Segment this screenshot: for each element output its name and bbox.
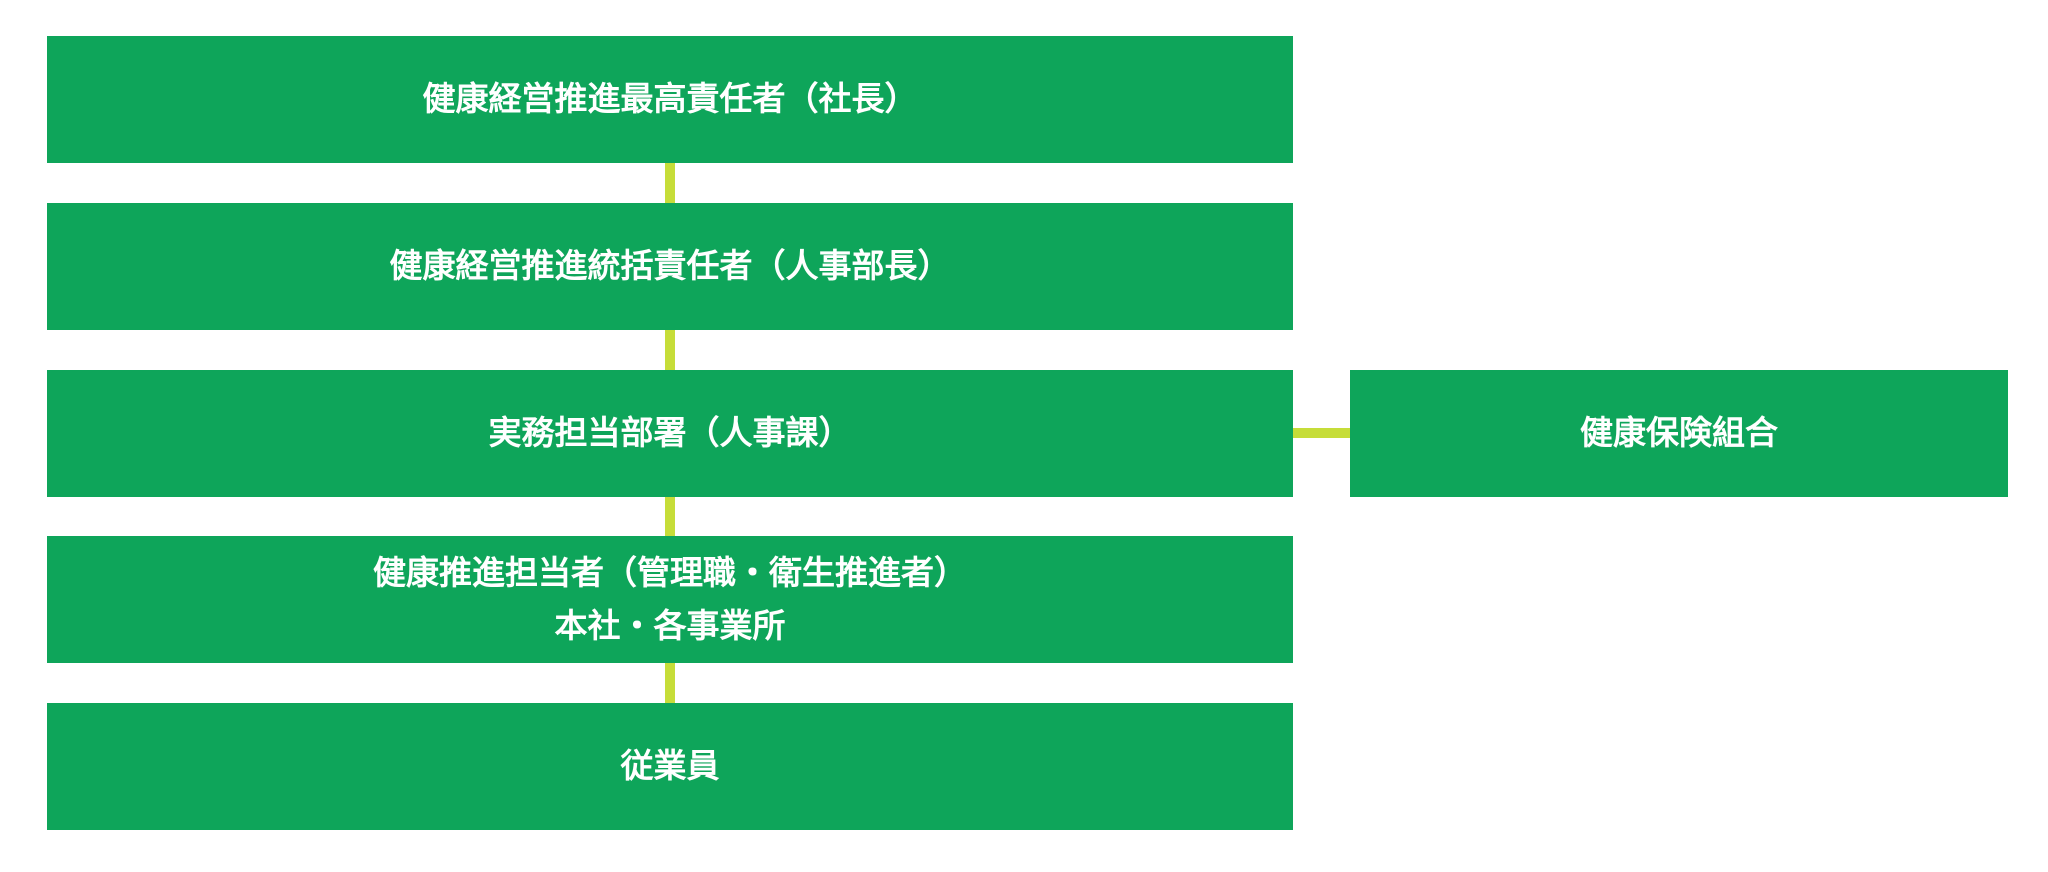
connector-ceo-to-general-manager <box>665 163 675 204</box>
node-ceo-label: 健康経営推進最高責任者（社長） <box>422 79 918 119</box>
node-employees: 従業員 <box>47 703 1293 830</box>
node-employees-label: 従業員 <box>620 746 720 786</box>
node-health-promoters: 健康推進担当者（管理職・衛生推進者） 本社・各事業所 <box>47 536 1293 663</box>
connector-health-promoters-to-employees <box>665 662 675 703</box>
node-health-insurance-label: 健康保険組合 <box>1580 413 1778 453</box>
connector-operations-to-health-promoters <box>665 496 675 537</box>
node-operations-label: 実務担当部署（人事課） <box>488 413 852 453</box>
connector-operations-to-health-insurance <box>1292 428 1351 438</box>
node-general-manager-label: 健康経営推進統括責任者（人事部長） <box>389 246 951 286</box>
node-operations: 実務担当部署（人事課） <box>47 370 1293 497</box>
connector-general-manager-to-operations <box>665 330 675 371</box>
node-ceo: 健康経営推進最高責任者（社長） <box>47 36 1293 163</box>
node-health-insurance: 健康保険組合 <box>1350 370 2008 497</box>
node-general-manager: 健康経営推進統括責任者（人事部長） <box>47 203 1293 330</box>
node-health-promoters-label-line2: 本社・各事業所 <box>554 605 786 645</box>
node-health-promoters-label-line1: 健康推進担当者（管理職・衛生推進者） <box>373 552 967 592</box>
